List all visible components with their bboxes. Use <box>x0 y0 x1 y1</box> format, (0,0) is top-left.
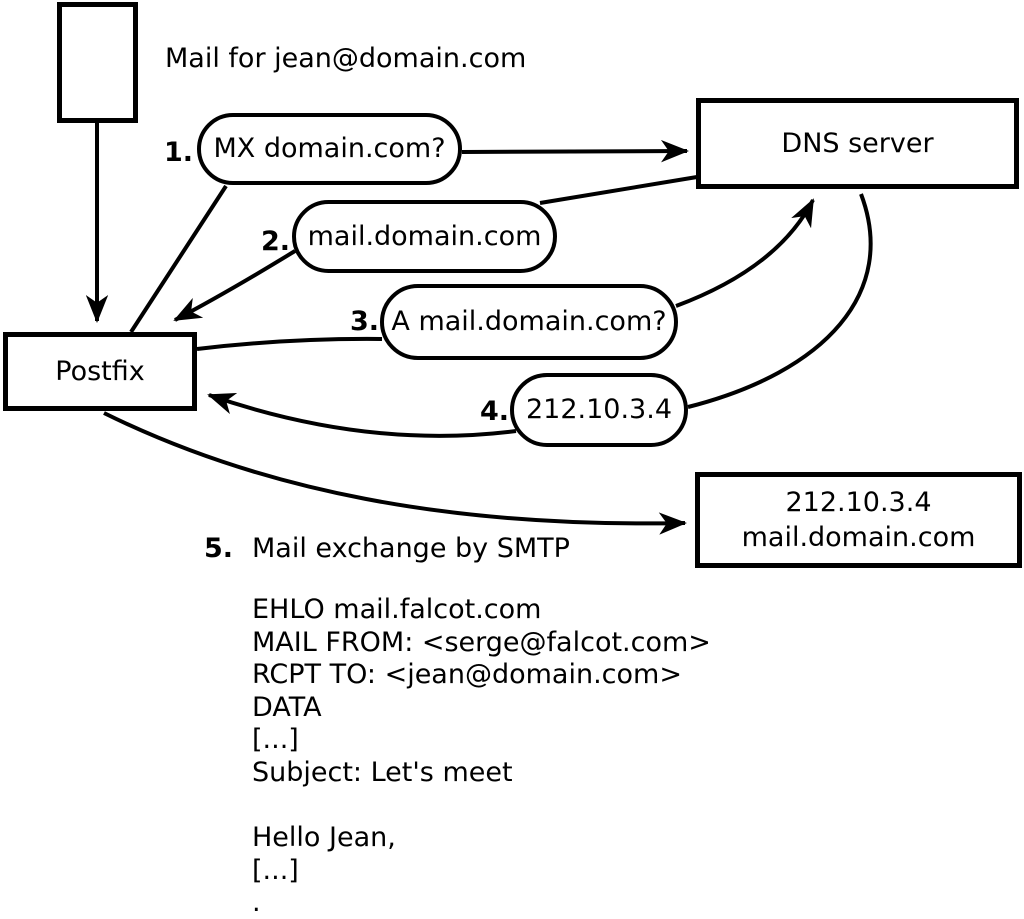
mail-server-hostname: mail.domain.com <box>741 522 976 553</box>
message-a-response: 212.10.3.4 <box>510 373 688 447</box>
line-dns-to-a-response <box>687 193 873 409</box>
line-postfix-to-mx-query <box>129 184 228 334</box>
arrow-a-query-to-dns <box>675 198 815 308</box>
dns-server-label: DNS server <box>781 127 934 159</box>
mx-response-label: mail.domain.com <box>307 220 542 252</box>
arrow-mx-response-to-postfix <box>173 249 297 322</box>
arrow-mx-query-to-dns <box>461 139 689 163</box>
smtp-session-text: EHLO mail.falcot.com MAIL FROM: <serge@f… <box>252 594 711 919</box>
node-mail-server: 212.10.3.4 mail.domain.com <box>695 472 1022 568</box>
step-number-4: 4. <box>479 396 509 427</box>
step-number-3: 3. <box>349 306 379 337</box>
message-a-query: A mail.domain.com? <box>380 284 678 360</box>
step-number-5: 5. <box>203 533 233 564</box>
a-response-label: 212.10.3.4 <box>526 394 672 426</box>
mail-server-ip: 212.10.3.4 <box>785 487 932 518</box>
mx-query-label: MX domain.com? <box>213 133 446 165</box>
message-mx-response: mail.domain.com <box>292 200 557 273</box>
step-5-label: Mail exchange by SMTP <box>252 533 570 564</box>
step-number-1: 1. <box>163 137 193 168</box>
step-number-2: 2. <box>260 226 290 257</box>
line-postfix-to-a-query <box>196 336 383 351</box>
message-mx-query: MX domain.com? <box>197 113 462 185</box>
line-dns-to-mx-response <box>539 175 698 205</box>
a-query-label: A mail.domain.com? <box>391 306 667 338</box>
incoming-mail-envelope <box>57 2 138 123</box>
diagram-title: Mail for jean@domain.com <box>165 43 527 74</box>
postfix-label: Postfix <box>55 355 145 387</box>
node-postfix: Postfix <box>3 332 197 411</box>
node-dns-server: DNS server <box>696 98 1019 189</box>
